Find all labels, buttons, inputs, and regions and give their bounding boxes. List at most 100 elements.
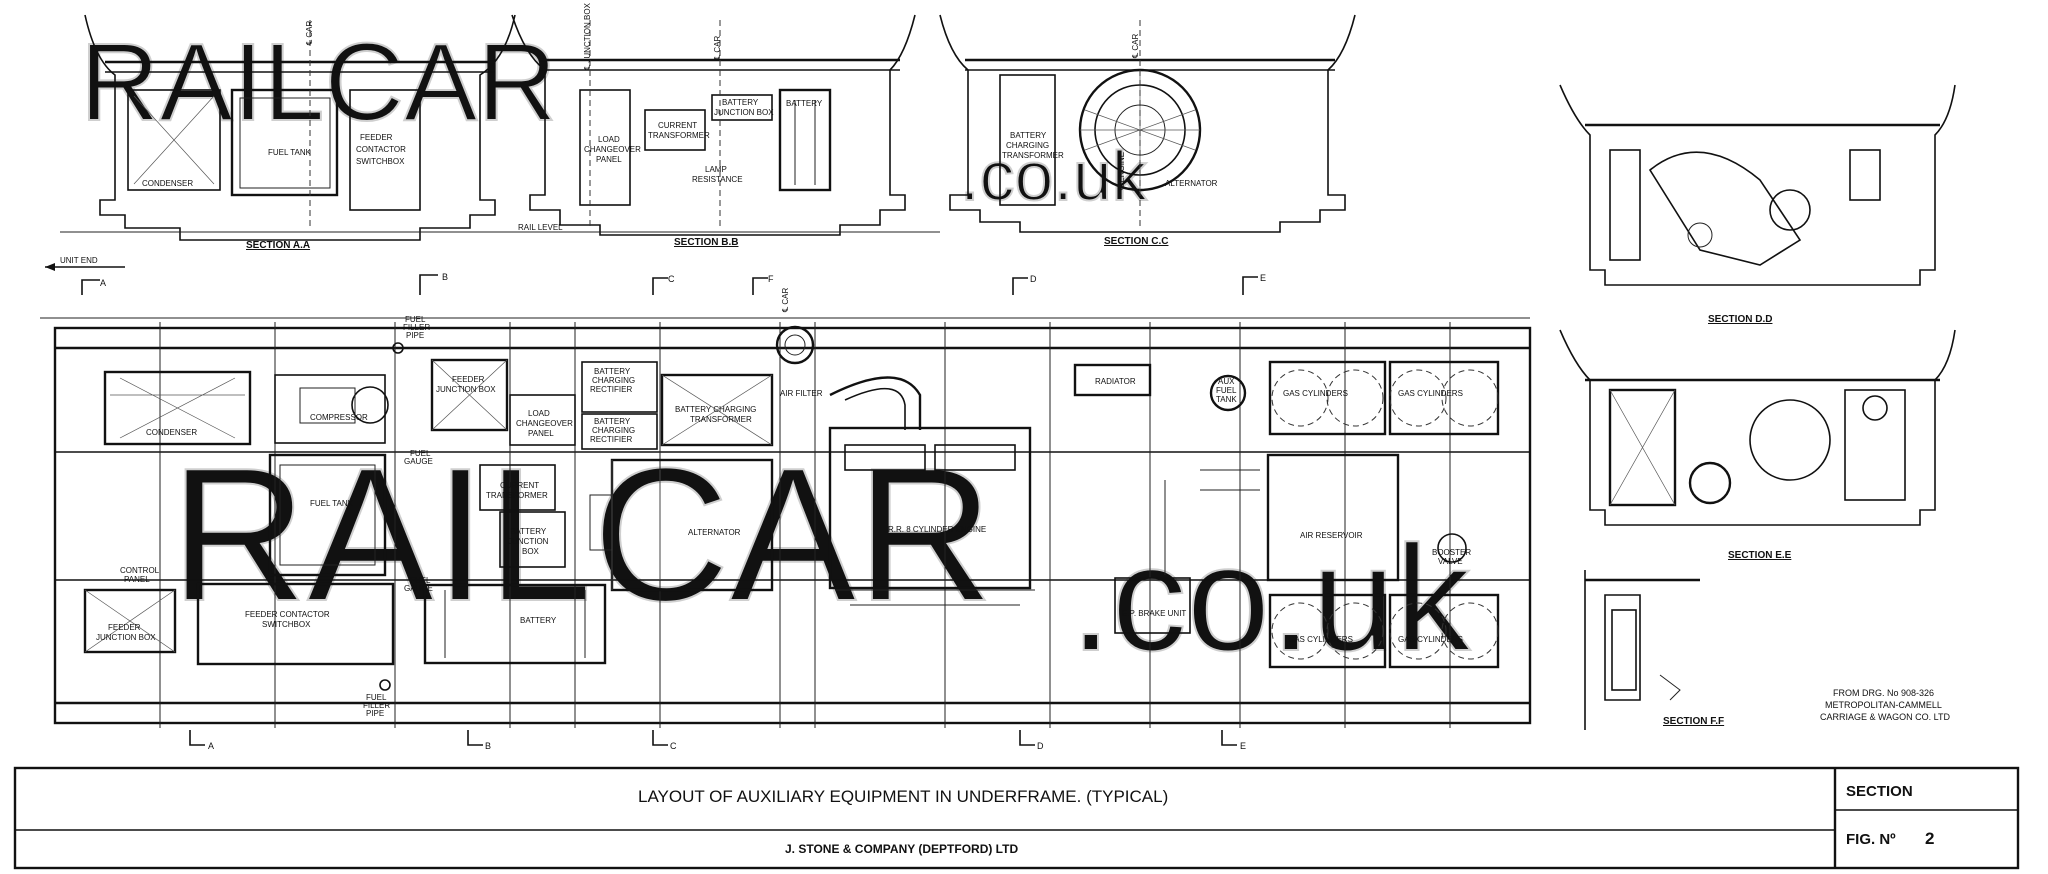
aa-condenser-label: CONDENSER [142,179,193,188]
section-markers-top: A B C F D E [81,272,1266,295]
plan-rect1-1: BATTERY [594,367,631,376]
bb-battery-label: BATTERY [722,98,759,107]
section-cc-view: BATTERY CHARGING TRANSFORMER ALTERNATOR … [939,14,1356,247]
plan-engine-label: R.R. 8 CYLINDER ENGINE [888,525,986,534]
plan-air-reservoir-label: AIR RESERVOIR [1300,531,1363,540]
fuel-filler-bottom-3: PIPE [366,709,384,718]
plan-control-2: PANEL [124,575,150,584]
plan-alternator-label: ALTERNATOR [688,528,741,537]
fuel-gauge-top-1: FUEL [410,449,431,458]
plan-booster-2: VALVE [1438,557,1463,566]
bb-junction-centre: ℄ JUNCTION BOX [583,2,592,71]
plan-aux-2: FUEL [1216,386,1237,395]
fig-label: FIG. Nº [1846,831,1896,848]
plan-booster-1: BOOSTER [1432,548,1471,557]
plan-air-filter-label: AIR FILTER [780,389,823,398]
company-name: J. STONE & COMPANY (DEPTFORD) LTD [785,842,1018,856]
plan-battery-label: BATTERY [520,616,557,625]
plan-control-1: CONTROL [120,566,160,575]
bb-resistance-label: RESISTANCE [692,175,743,184]
plan-fuel-tank-label: FUEL TANK [310,499,354,508]
marker-top-b: B [442,272,448,282]
marker-bottom-b: B [485,741,491,751]
plan-feeder-jb2-1: FEEDER [108,623,141,632]
unit-end-marker: UNIT END [45,256,125,271]
plan-load-1: LOAD [528,409,550,418]
plan-bjb-1: BATTERY [510,527,547,536]
source-note-1: FROM DRG. No 908-326 [1833,688,1934,698]
marker-bottom-a: A [208,741,214,751]
source-note-2: METROPOLITAN-CAMMELL [1825,700,1942,710]
fuel-filler-bottom-2: FILLER [363,701,390,710]
section-ff-title: SECTION F.F [1663,716,1724,727]
marker-top-f: F [768,274,774,284]
plan-ct-2: TRANSFORMER [486,491,548,500]
aa-switchbox-label: SWITCHBOX [356,157,405,166]
plan-ct-1: CURRENT [500,481,539,490]
fuel-filler-top-2: FILLER [403,323,430,332]
bb-lamp-label: LAMP [705,165,727,174]
plan-feeder-jb-2: JUNCTION BOX [436,385,496,394]
bb-transformer-label: TRANSFORMER [648,131,710,140]
plan-condenser-label: CONDENSER [146,428,197,437]
source-note: FROM DRG. No 908-326 METROPOLITAN-CAMMEL… [1820,688,1951,722]
plan-load-2: CHANGEOVER [516,419,573,428]
marker-top-d: D [1030,274,1037,284]
section-dd-view: SECTION D.D [1559,84,1956,325]
section-bb-title: SECTION B.B [674,237,738,248]
plan-feeder-jb-1: FEEDER [452,375,485,384]
plan-rect1-3: RECTIFIER [590,385,632,394]
plan-car-centre: ℄ CAR [781,288,790,313]
plan-gas-3-label: GAS CYLINDERS [1288,635,1353,644]
cc-engine-centre: ℄ ENGINE [1117,152,1126,191]
cc-charging-label: CHARGING [1006,141,1049,150]
marker-bottom-d: D [1037,741,1044,751]
plan-fcs-1: FEEDER CONTACTOR [245,610,330,619]
section-label: SECTION [1846,783,1913,800]
marker-bottom-c: C [670,741,677,751]
bb-panel-label: PANEL [596,155,622,164]
plan-fcs-2: SWITCHBOX [262,620,311,629]
cc-alternator-label: ALTERNATOR [1165,179,1218,188]
aa-car-centre: ℄ CAR [305,21,314,46]
plan-rect1-2: CHARGING [592,376,635,385]
fuel-gauge-bottom-2: GAUGE [404,584,433,593]
aa-fuel-tank-label: FUEL TANK [268,148,312,157]
bb-car-centre: ℄ CAR [713,36,722,61]
plan-feeder-jb2-2: JUNCTION BOX [96,633,156,642]
plan-gas-4-label: GAS CYLINDERS [1398,635,1463,644]
title-block: LAYOUT OF AUXILIARY EQUIPMENT IN UNDERFR… [13,766,2020,870]
source-note-3: CARRIAGE & WAGON CO. LTD [1820,712,1951,722]
plan-rect2-3: RECTIFIER [590,435,632,444]
section-markers-bottom: A B C D E [189,730,1246,751]
plan-bjb-3: BOX [522,547,540,556]
section-aa-title: SECTION A.A [246,240,310,251]
aa-contactor-label: CONTACTOR [356,145,406,154]
section-ff-view: SECTION F.F [1584,570,1724,730]
fuel-gauge-top-2: GAUGE [404,457,433,466]
plan-gas-1-label: GAS CYLINDERS [1283,389,1348,398]
plan-view: CONDENSER COMPRESSOR FUEL FILLER PIPE FE… [40,288,1532,728]
cc-battery-label: BATTERY [1010,131,1047,140]
cc-car-centre: ℄ CAR [1131,34,1140,59]
plan-bjb-2: JUNCTION [508,537,549,546]
section-ee-title: SECTION E.E [1728,550,1792,561]
fuel-gauge-bottom-1: FUEL [410,576,431,585]
unit-end-label: UNIT END [60,256,98,265]
section-aa-view: CONDENSER FUEL TANK FEEDER CONTACTOR SWI… [84,14,516,251]
aa-feeder-label: FEEDER [360,133,393,142]
marker-top-c: C [668,274,675,284]
bb-load-label: LOAD [598,135,620,144]
section-cc-title: SECTION C.C [1104,236,1168,247]
watermark-brand-bottom: RAILCAR [170,429,994,641]
plan-bct-1: BATTERY CHARGING [675,405,756,414]
plan-radiator-label: RADIATOR [1095,377,1136,386]
drawing-title: LAYOUT OF AUXILIARY EQUIPMENT IN UNDERFR… [638,787,1168,806]
marker-top-a: A [100,278,106,288]
fuel-filler-bottom-1: FUEL [366,693,387,702]
bb-changeover-label: CHANGEOVER [584,145,641,154]
plan-bct-2: TRANSFORMER [690,415,752,424]
plan-load-3: PANEL [528,429,554,438]
bb-current-label: CURRENT [658,121,697,130]
section-ee-view: SECTION E.E [1559,329,1956,561]
